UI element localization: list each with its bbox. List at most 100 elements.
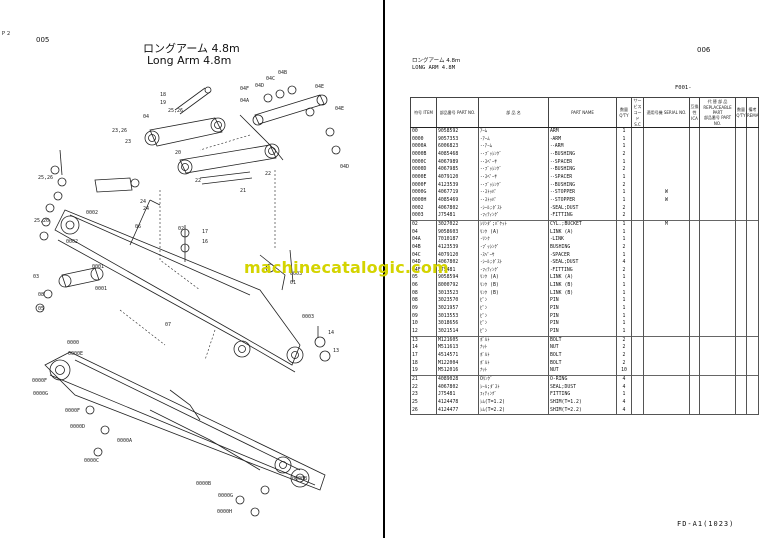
rep-part-cell bbox=[699, 406, 736, 416]
qty-cell: 2 bbox=[616, 266, 632, 275]
item-cell: 21 bbox=[410, 374, 437, 384]
rep-part-cell bbox=[699, 143, 736, 151]
name-jp-cell: ･･ﾌﾞｯｼﾝｸﾞ bbox=[478, 150, 549, 159]
rep-part-cell bbox=[699, 173, 736, 182]
qty-cell: 2 bbox=[616, 204, 632, 213]
serial-cell bbox=[643, 391, 690, 399]
ica-cell bbox=[689, 228, 700, 237]
sc-cell bbox=[631, 398, 644, 407]
rep-qty-cell bbox=[735, 312, 747, 321]
part-name-cell: LINK (B) bbox=[548, 289, 617, 298]
callout-label: 24 bbox=[143, 206, 149, 212]
serial-cell bbox=[643, 166, 690, 174]
header-part-name: PART NAME bbox=[548, 97, 617, 128]
right-page: 006 ロングアーム 4.8m LONG ARM 4.8M F001- 符号 I… bbox=[385, 0, 768, 538]
serial-cell bbox=[643, 305, 690, 313]
callout-label: 0000 bbox=[67, 340, 79, 346]
part-name-cell: BOLT bbox=[548, 352, 617, 360]
sc-cell bbox=[631, 305, 644, 313]
ica-cell bbox=[689, 243, 700, 252]
remarks-cell bbox=[746, 320, 759, 329]
callout-label: 23 bbox=[125, 139, 131, 145]
remarks-cell bbox=[746, 228, 759, 237]
sc-cell bbox=[631, 135, 644, 144]
item-cell: 06 bbox=[410, 282, 437, 290]
rep-qty-cell bbox=[735, 266, 747, 275]
item-cell: 23 bbox=[410, 391, 437, 399]
ica-cell bbox=[689, 143, 700, 151]
callout-label: 0000E bbox=[68, 351, 83, 357]
sc-cell bbox=[631, 219, 644, 229]
sc-cell bbox=[631, 204, 644, 213]
diagram-title-en: Long Arm 4.8m bbox=[147, 54, 232, 67]
serial-cell bbox=[643, 251, 690, 260]
ica-cell bbox=[689, 150, 700, 159]
sc-cell bbox=[631, 289, 644, 298]
qty-cell: 1 bbox=[616, 228, 632, 237]
serial-cell bbox=[643, 150, 690, 159]
rep-part-cell bbox=[699, 158, 736, 167]
parts-list-table: 符号 ITEM 部品番号 PART NO. 部 品 名 PART NAME 数量… bbox=[410, 97, 759, 416]
item-cell: 0000E bbox=[410, 173, 437, 182]
callout-labels: 18 19 25,26 04 04F 04D 04C 04B 04E 04A 2… bbox=[32, 70, 349, 515]
part-name-cell: LINK (B) bbox=[548, 282, 617, 290]
part-no-cell: 3021957 bbox=[436, 305, 479, 313]
serial-cell bbox=[643, 383, 690, 392]
part-no-cell: M122004 bbox=[436, 359, 479, 368]
remarks-cell bbox=[746, 406, 759, 416]
ica-cell bbox=[689, 352, 700, 360]
part-name-cell: ARM bbox=[548, 126, 617, 136]
header-part-no: 部品番号 PART NO. bbox=[436, 97, 479, 128]
rep-part-cell bbox=[699, 259, 736, 267]
rep-part-cell bbox=[699, 282, 736, 290]
name-jp-cell: ･･ｽﾄｯﾊﾟ bbox=[478, 189, 549, 197]
rep-qty-cell bbox=[735, 344, 747, 353]
item-cell: 04 bbox=[410, 228, 437, 237]
remarks-cell bbox=[746, 391, 759, 399]
ica-cell bbox=[689, 219, 700, 229]
ica-cell bbox=[689, 328, 700, 337]
serial-cell: W bbox=[643, 196, 690, 205]
small-parts-mid bbox=[35, 225, 331, 362]
part-no-cell: 3027022 bbox=[436, 219, 479, 229]
rep-part-cell bbox=[699, 367, 736, 376]
item-cell: 13 bbox=[410, 335, 437, 345]
remarks-cell bbox=[746, 312, 759, 321]
rep-qty-cell bbox=[735, 383, 747, 392]
remarks-cell bbox=[746, 143, 759, 151]
sc-cell bbox=[631, 406, 644, 416]
item-cell: 09 bbox=[410, 312, 437, 321]
serial-cell bbox=[643, 204, 690, 213]
name-jp-cell: ﾋﾟﾝ bbox=[478, 297, 549, 306]
ica-cell bbox=[689, 266, 700, 275]
name-jp-cell: ･･ﾌﾞｯｼﾝｸﾞ bbox=[478, 181, 549, 190]
rep-qty-cell bbox=[735, 398, 747, 407]
remarks-cell bbox=[746, 297, 759, 306]
callout-label: 04 bbox=[143, 114, 149, 120]
part-no-cell: 4067802 bbox=[436, 383, 479, 392]
item-cell: 0003 bbox=[410, 212, 437, 221]
remarks-cell bbox=[746, 204, 759, 213]
rep-part-cell bbox=[699, 212, 736, 221]
part-no-cell: 4089028 bbox=[436, 374, 479, 384]
callout-label: 21 bbox=[240, 188, 246, 194]
ica-cell bbox=[689, 181, 700, 190]
rep-qty-cell bbox=[735, 181, 747, 190]
page-footer-code: FD-A1(1023) bbox=[677, 520, 735, 528]
callout-label: 04D bbox=[340, 164, 349, 170]
name-jp-cell: ﾘﾝｸ (A) bbox=[478, 274, 549, 283]
remarks-cell bbox=[746, 352, 759, 360]
part-no-cell: 8000792 bbox=[436, 282, 479, 290]
callout-label: 04A bbox=[240, 98, 249, 104]
rep-part-cell bbox=[699, 181, 736, 190]
name-jp-cell: ･･ｽﾄｯﾊﾟ bbox=[478, 196, 549, 205]
remarks-cell bbox=[746, 243, 759, 252]
callout-label: 0001 bbox=[92, 264, 104, 270]
remarks-cell bbox=[746, 135, 759, 144]
